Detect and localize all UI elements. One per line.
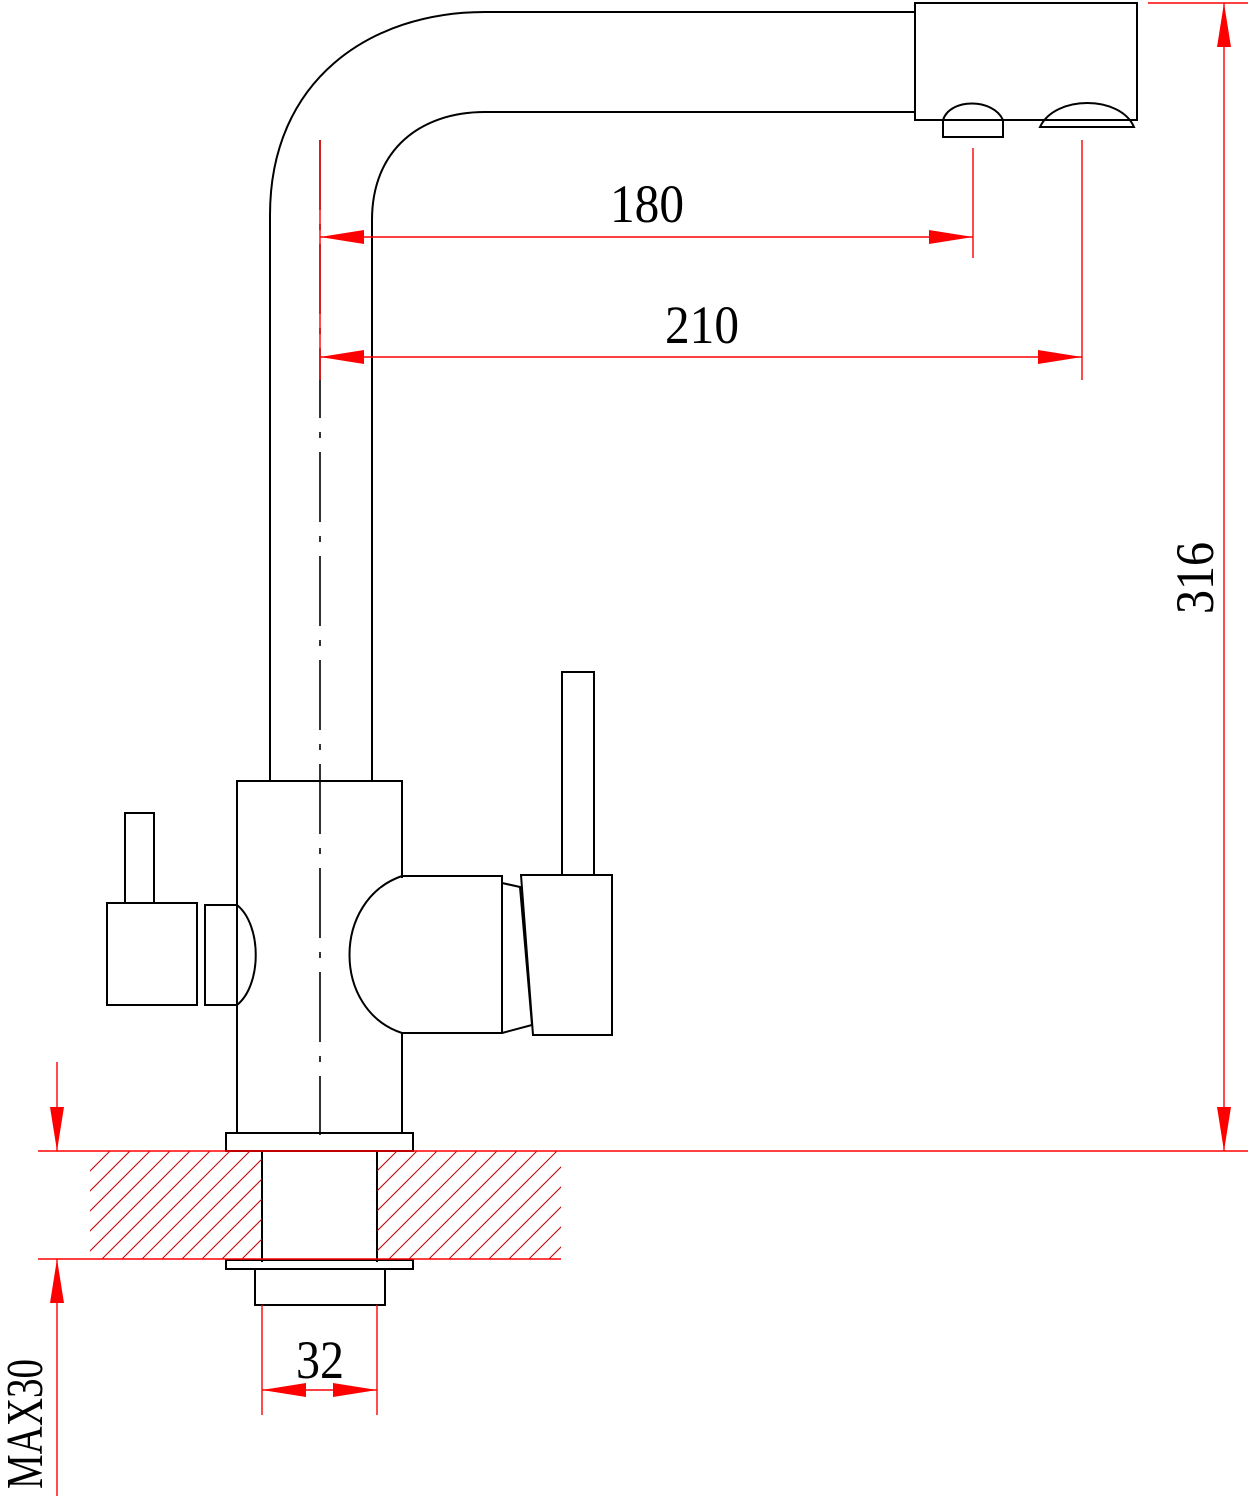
arrow-210-left bbox=[320, 350, 364, 364]
spout-outer-edge bbox=[269, 11, 915, 780]
lock-nut bbox=[254, 1268, 386, 1306]
hatch-line bbox=[548, 1246, 561, 1259]
mixer-lever bbox=[561, 671, 595, 876]
hatch-line bbox=[90, 1151, 171, 1232]
arrow-316-bottom bbox=[1217, 1107, 1231, 1151]
arrow-32-right bbox=[333, 1383, 377, 1397]
lock-washer bbox=[225, 1259, 414, 1270]
spout-head bbox=[914, 2, 1138, 121]
hatch-line bbox=[90, 1151, 131, 1192]
hatch-line bbox=[221, 1218, 262, 1259]
hatch-line bbox=[377, 1151, 438, 1212]
arrow-180-left bbox=[320, 230, 364, 244]
hatch-line bbox=[261, 1258, 262, 1259]
hatch-line bbox=[241, 1238, 262, 1259]
hatch-line bbox=[181, 1178, 262, 1259]
mixer-cartridge bbox=[348, 875, 503, 1034]
dim-label-210: 210 bbox=[665, 295, 739, 355]
hatch-line bbox=[90, 1151, 191, 1252]
mixer-handle bbox=[519, 874, 613, 1036]
dim-label-max30: MAX30 bbox=[0, 1359, 54, 1489]
aerator-right bbox=[1038, 102, 1136, 128]
hatch-line bbox=[90, 1151, 111, 1172]
arrow-210-right bbox=[1038, 350, 1082, 364]
filter-tap-cartridge bbox=[204, 904, 257, 1006]
spout-inner-edge bbox=[371, 111, 915, 780]
hatch-line bbox=[408, 1151, 518, 1259]
hatch-line bbox=[468, 1166, 561, 1259]
hatch-line bbox=[377, 1151, 478, 1252]
hatch-line bbox=[141, 1151, 251, 1259]
base-flange bbox=[225, 1132, 414, 1152]
faucet-outline bbox=[106, 2, 1138, 1306]
arrow-316-top bbox=[1217, 3, 1231, 47]
hatch-line bbox=[569, 1151, 677, 1259]
hatch-line bbox=[377, 1151, 418, 1192]
hatch-line bbox=[377, 1151, 398, 1172]
hatch-line bbox=[101, 1151, 211, 1259]
hatch-line bbox=[377, 1151, 458, 1232]
hatch-line bbox=[528, 1226, 561, 1259]
hatch-line bbox=[121, 1151, 231, 1259]
mixer-collar bbox=[501, 882, 534, 1034]
hatch-line bbox=[161, 1158, 262, 1259]
hatch-line bbox=[201, 1198, 262, 1259]
aerator-left bbox=[942, 102, 1004, 138]
arrow-32-left bbox=[262, 1383, 306, 1397]
countertop-section bbox=[38, 1150, 1248, 1260]
dim-label-316: 316 bbox=[1165, 542, 1225, 614]
arrow-max30-bottom bbox=[50, 1259, 64, 1303]
dim-label-32: 32 bbox=[296, 1330, 344, 1390]
filter-tap-lever bbox=[124, 812, 155, 904]
dim-label-180: 180 bbox=[610, 174, 684, 234]
hatch-line bbox=[428, 1151, 538, 1259]
countertop-hatch-left bbox=[90, 1151, 390, 1259]
arrow-max30-top bbox=[50, 1107, 64, 1151]
hatch-line bbox=[388, 1151, 498, 1259]
hatch-line bbox=[377, 1151, 378, 1152]
hatch-line bbox=[448, 1151, 558, 1259]
arrow-180-right bbox=[929, 230, 973, 244]
countertop-hatch-right bbox=[377, 1151, 677, 1259]
hatch-line bbox=[488, 1186, 561, 1259]
hatch-line bbox=[90, 1151, 151, 1212]
hatch-line bbox=[282, 1151, 390, 1259]
filter-tap-handle bbox=[106, 902, 198, 1006]
hatch-line bbox=[508, 1206, 561, 1259]
hatch-line bbox=[90, 1151, 91, 1152]
